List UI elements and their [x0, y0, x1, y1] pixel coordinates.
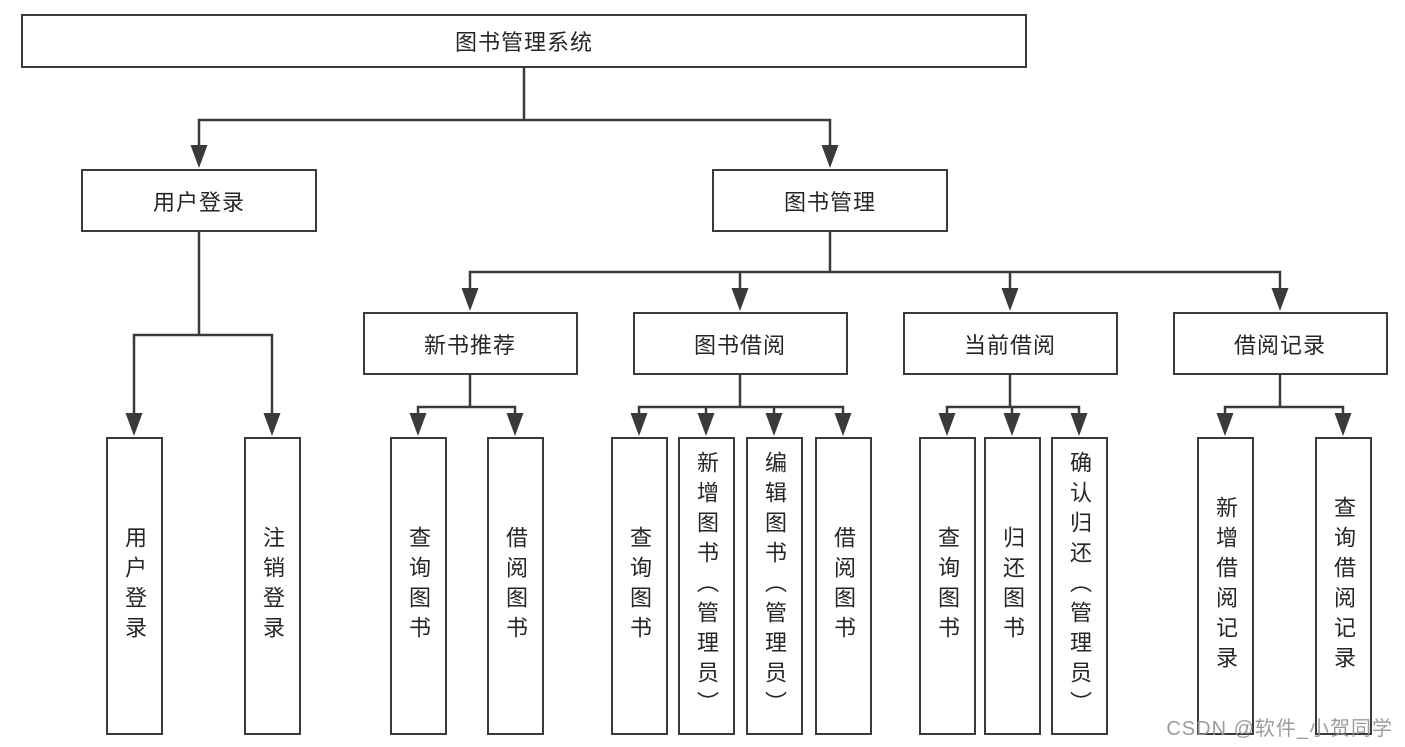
arrowhead: [1216, 413, 1234, 436]
arrowhead: [697, 413, 715, 436]
leaf-borrow-books-recommend: 借阅图书: [486, 437, 544, 735]
arrowhead: [765, 413, 783, 436]
arrowhead: [263, 413, 281, 436]
leaf-logout: 注销登录: [243, 437, 301, 735]
leaf-query-borrow-record: 查询借阅记录: [1314, 437, 1372, 735]
leaf-return-books: 归还图书: [983, 437, 1041, 735]
node-root-system: 图书管理系统: [21, 14, 1027, 68]
arrowhead: [409, 413, 427, 436]
arrowhead: [1334, 413, 1352, 436]
node-borrowing-records: 借阅记录: [1172, 312, 1388, 375]
node-book-management: 图书管理: [712, 169, 948, 232]
arrowhead: [630, 413, 648, 436]
leaf-query-books-recommend: 查询图书: [389, 437, 447, 735]
leaf-confirm-return-admin: 确认归还（管理员）: [1050, 437, 1108, 735]
leaf-query-books-current: 查询图书: [918, 437, 976, 735]
arrowhead: [821, 145, 839, 168]
leaf-edit-books-admin: 编辑图书（管理员）: [745, 437, 803, 735]
arrowhead: [1001, 288, 1019, 311]
csdn-watermark: CSDN @软件_小贺同学: [1166, 718, 1393, 740]
arrowhead: [190, 145, 208, 168]
arrowhead: [938, 413, 956, 436]
arrowhead: [1070, 413, 1088, 436]
arrowhead: [506, 413, 524, 436]
arrowhead: [125, 413, 143, 436]
connector-path: [132, 66, 1345, 417]
node-current-borrowing: 当前借阅: [902, 312, 1118, 375]
arrowhead: [1271, 288, 1289, 311]
arrowhead: [731, 288, 749, 311]
leaf-query-books-borrow: 查询图书: [610, 437, 668, 735]
arrowhead: [834, 413, 852, 436]
node-book-borrowing: 图书借阅: [632, 312, 848, 375]
arrowhead: [461, 288, 479, 311]
node-new-book-recommendation: 新书推荐: [362, 312, 578, 375]
leaf-borrow-books: 借阅图书: [814, 437, 872, 735]
leaf-add-borrow-record: 新增借阅记录: [1196, 437, 1254, 735]
leaf-add-books-admin: 新增图书（管理员）: [677, 437, 735, 735]
node-user-login: 用户登录: [81, 169, 317, 232]
arrowhead: [1003, 413, 1021, 436]
leaf-user-login: 用户登录: [105, 437, 163, 735]
